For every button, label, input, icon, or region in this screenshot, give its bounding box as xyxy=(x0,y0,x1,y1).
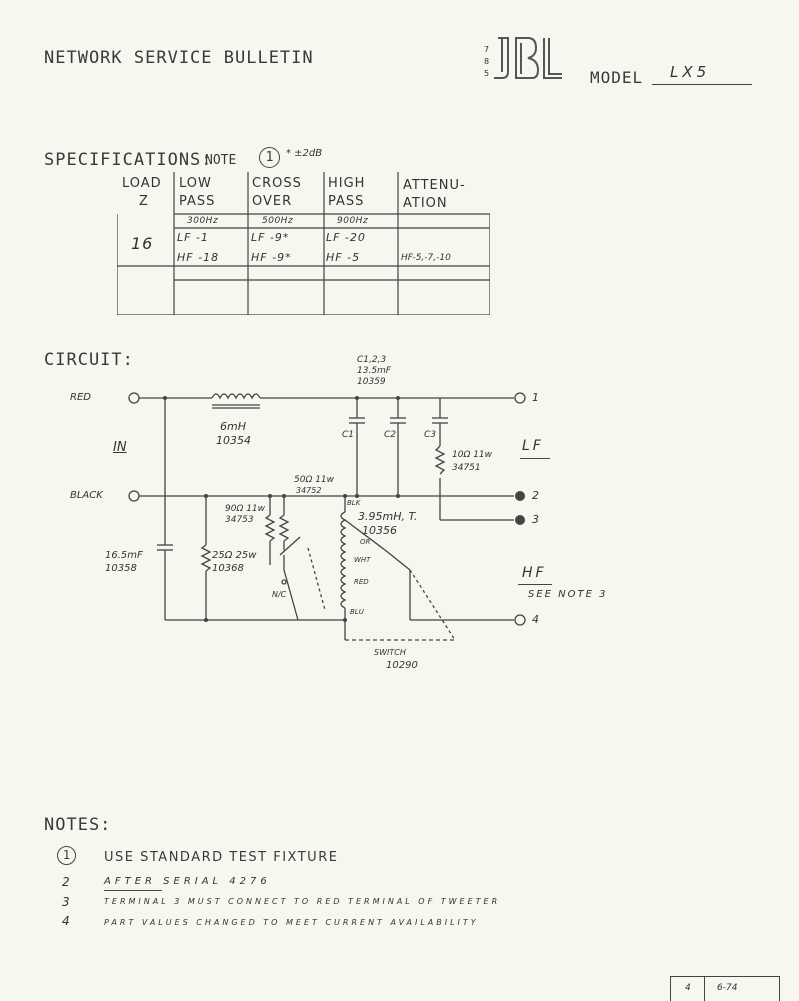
specifications-label: SPECIFICATIONS: xyxy=(44,150,213,170)
see-note: SEE NOTE 3 xyxy=(528,589,608,600)
note-1-number: 1 xyxy=(57,846,76,865)
hdr-atten-1: ATTENU- xyxy=(403,178,466,193)
blu-tap: BLU xyxy=(350,608,364,616)
hdr-load-2: Z xyxy=(139,194,149,209)
in-label: IN xyxy=(113,440,127,455)
blk-tap: BLK xyxy=(347,499,361,507)
hf-underline xyxy=(518,584,552,585)
hdr-highpass-2: PASS xyxy=(328,194,365,209)
svg-text:7: 7 xyxy=(484,45,489,54)
lf-cross: LF -9* xyxy=(251,231,290,244)
freq-900: 900Hz xyxy=(337,216,369,226)
hf-high: HF -5 xyxy=(326,251,361,264)
model-label: MODEL xyxy=(590,68,644,87)
nc-label: N/C xyxy=(272,590,287,599)
lf-high: LF -20 xyxy=(326,231,366,244)
note-1-text: USE STANDARD TEST FIXTURE xyxy=(104,850,339,865)
res90-part: 34753 xyxy=(225,515,254,525)
note-2-number: 2 xyxy=(62,875,70,889)
res50-part: 34752 xyxy=(296,486,322,495)
terminal-4: 4 xyxy=(532,613,539,626)
hdr-crossover-1: CROSS xyxy=(252,176,302,191)
inductor2-part: 10356 xyxy=(362,524,397,537)
wht-tap: WHT xyxy=(354,556,371,564)
terminal-1: 1 xyxy=(532,391,539,404)
freq-300: 300Hz xyxy=(187,216,219,226)
circuit-label: CIRCUIT: xyxy=(44,350,134,370)
hdr-lowpass-2: PASS xyxy=(179,194,216,209)
inductor1-value: 6mH xyxy=(220,420,246,433)
cap-group-2: 13.5mF xyxy=(357,366,391,376)
hf-label: HF xyxy=(522,565,547,581)
c2-label: C2 xyxy=(384,430,397,440)
res10-value: 10Ω 11w xyxy=(452,450,493,460)
lf-underline xyxy=(520,458,550,459)
model-value: LX5 xyxy=(670,63,711,81)
lf-label: LF xyxy=(522,438,544,454)
hdr-crossover-2: OVER xyxy=(252,194,293,209)
hdr-lowpass-1: LOW xyxy=(179,176,212,191)
switch-part: 10290 xyxy=(386,660,418,671)
switch-label: SWITCH xyxy=(374,648,406,657)
note-4-number: 4 xyxy=(62,914,70,928)
freq-500: 500Hz xyxy=(262,216,294,226)
res90-value: 90Ω 11w xyxy=(225,504,266,514)
footer-page: 4 xyxy=(685,983,691,993)
red-terminal-label: RED xyxy=(70,392,91,403)
cap-in-value: 16.5mF xyxy=(105,550,143,561)
note-3-number: 3 xyxy=(62,895,70,909)
c1-label: C1 xyxy=(342,430,355,440)
hdr-atten-2: ATION xyxy=(403,196,448,211)
footer-date: 6-74 xyxy=(717,983,738,993)
bulletin-title: NETWORK SERVICE BULLETIN xyxy=(44,48,314,68)
footer-divider xyxy=(704,977,705,1001)
note-3-text: TERMINAL 3 MUST CONNECT TO RED TERMINAL … xyxy=(104,897,501,906)
terminal-2: 2 xyxy=(532,489,539,502)
terminal-3: 3 xyxy=(532,513,539,526)
model-underline xyxy=(652,84,752,85)
inductor1-part: 10354 xyxy=(216,434,251,447)
res25-value: 25Ω 25w xyxy=(212,550,257,561)
c3-label: C3 xyxy=(424,430,437,440)
svg-text:8: 8 xyxy=(484,57,489,66)
svg-text:5: 5 xyxy=(484,69,489,78)
note-circle: 1 xyxy=(259,147,280,168)
note-2-text: AFTER SERIAL 4276 xyxy=(104,876,271,887)
note-tolerance: * ±2dB xyxy=(286,148,323,159)
res50-value: 50Ω 11w xyxy=(294,475,335,485)
note-4-text: PART VALUES CHANGED TO MEET CURRENT AVAI… xyxy=(104,918,479,927)
cap-in-part: 10358 xyxy=(105,563,137,574)
note-ref: NOTE xyxy=(205,153,237,168)
red-tap: RED xyxy=(354,578,369,586)
hf-cross: HF -9* xyxy=(251,251,292,264)
black-terminal-label: BLACK xyxy=(70,490,103,501)
jbl-logo: 7 8 5 xyxy=(480,30,570,85)
hf-atten: HF-5,-7,-10 xyxy=(401,253,451,263)
cap-group-1: C1,2,3 xyxy=(357,355,387,365)
res25-part: 10368 xyxy=(212,563,244,574)
spec-table: LOAD Z LOW PASS CROSS OVER HIGH PASS ATT… xyxy=(117,172,490,315)
or-tap: OR xyxy=(360,538,371,546)
hdr-load-1: LOAD xyxy=(122,176,162,191)
lf-low: LF -1 xyxy=(177,231,209,244)
hdr-highpass-1: HIGH xyxy=(328,176,366,191)
note-2-underline xyxy=(104,890,162,891)
load-value: 16 xyxy=(131,234,154,253)
notes-label: NOTES: xyxy=(44,815,112,835)
cap-group-3: 10359 xyxy=(357,377,386,387)
footer-box: 4 6-74 xyxy=(670,976,780,1001)
inductor2-value: 3.95mH, T. xyxy=(358,510,418,523)
res10-part: 34751 xyxy=(452,463,481,473)
hf-low: HF -18 xyxy=(177,251,220,264)
